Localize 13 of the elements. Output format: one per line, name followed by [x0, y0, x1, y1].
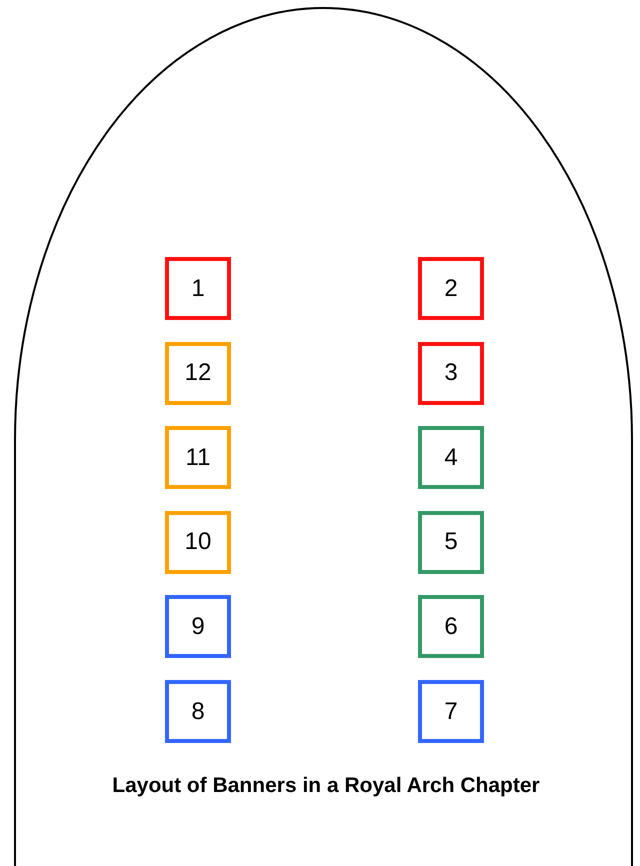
banner-number-box: 3 — [418, 342, 484, 405]
banner-number-box: 5 — [418, 510, 484, 574]
banner-number-box: 6 — [418, 595, 484, 658]
banner-number-box: 2 — [418, 257, 484, 320]
banner-number-box: 4 — [418, 426, 484, 490]
banner-number-box: 11 — [165, 426, 231, 490]
banner-number-box: 9 — [165, 595, 231, 658]
caption: Layout of Banners in a Royal Arch Chapter — [111, 774, 541, 798]
banner-number-box: 8 — [165, 680, 231, 743]
banner-number-box: 10 — [165, 510, 231, 574]
banner-number-box: 1 — [165, 257, 231, 320]
banner-number-box: 12 — [165, 342, 231, 405]
banner-number-box: 7 — [418, 680, 484, 743]
